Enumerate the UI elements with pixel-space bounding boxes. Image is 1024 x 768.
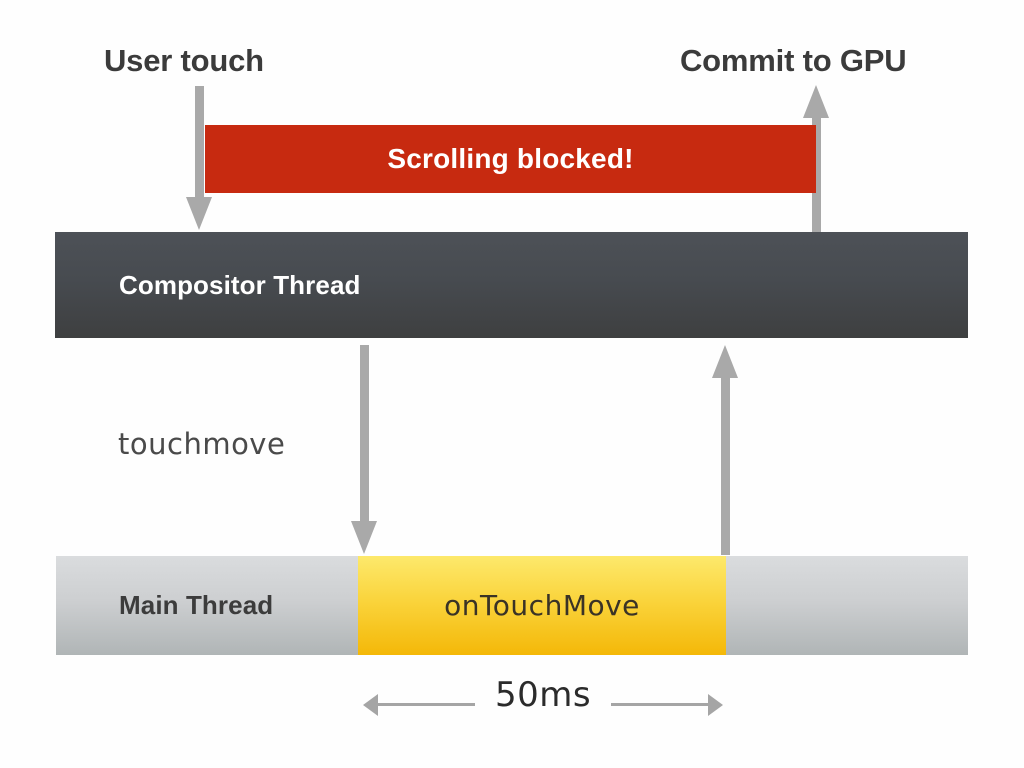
arrow-shaft [360, 345, 369, 521]
duration-label: 50ms [494, 675, 592, 715]
arrow-shaft [195, 86, 204, 197]
compositor-thread-bar: Compositor Thread [55, 232, 968, 338]
arrow-shaft [812, 118, 821, 232]
ontouchmove-task-block: onTouchMove [358, 556, 726, 655]
label-touchmove-event: touchmove [118, 427, 286, 461]
compositor-thread-label: Compositor Thread [119, 269, 361, 300]
measure-arrow-left-icon [363, 694, 378, 716]
arrow-head-up-icon [712, 345, 738, 378]
arrow-shaft [721, 378, 730, 555]
ontouchmove-label: onTouchMove [444, 589, 640, 622]
measure-line-right [611, 703, 709, 706]
scrolling-blocked-label: Scrolling blocked! [387, 143, 634, 174]
main-thread-label: Main Thread [119, 590, 274, 620]
measure-line-left [377, 703, 475, 706]
arrow-head-down-icon [351, 521, 377, 554]
arrow-head-up-icon [803, 85, 829, 118]
arrow-head-down-icon [186, 197, 212, 230]
scrolling-blocked-banner: Scrolling blocked! [205, 125, 816, 193]
measure-arrow-right-icon [708, 694, 723, 716]
label-user-touch: User touch [104, 43, 264, 78]
duration-measure: 50ms [363, 675, 723, 724]
label-commit-to-gpu: Commit to GPU [680, 43, 907, 78]
